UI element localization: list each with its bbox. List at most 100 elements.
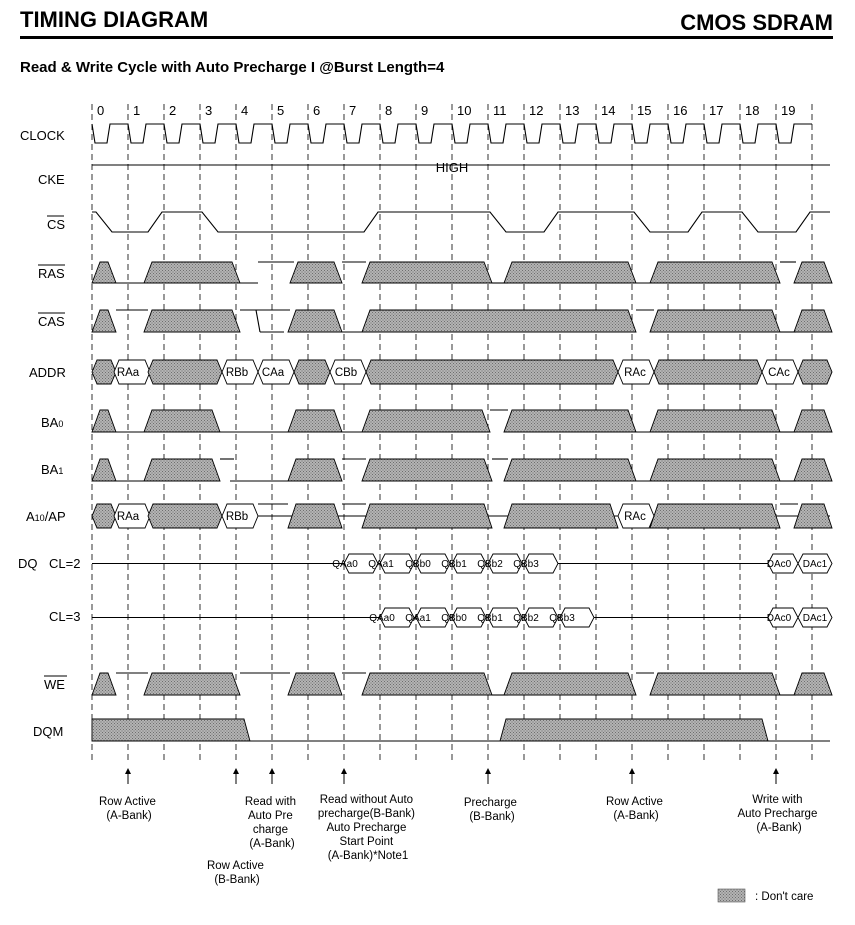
dq-cl3-waveform-value-cell xyxy=(451,607,487,628)
cas-edge xyxy=(255,309,261,333)
ba0-waveform-dont-care xyxy=(503,409,637,433)
cas-waveform-dont-care xyxy=(91,309,117,333)
clock-number: 5 xyxy=(277,103,284,118)
waveforms xyxy=(91,123,833,742)
annotation-read-auto-precharge: Read with Auto Pre charge (A-Bank) xyxy=(245,796,299,850)
ras-waveform xyxy=(91,261,833,284)
addr-value: RBb xyxy=(226,367,248,379)
cke-high-label: HIGH xyxy=(436,160,469,175)
ras-waveform-dont-care xyxy=(91,261,117,284)
dq-cl2-value: QBb2 xyxy=(477,559,503,570)
dq-cl2-bus-labels: QAa0 QAa1 QBb0 QBb1 QBb2 QBb3 DAc0 DAc1 xyxy=(332,559,827,570)
ba0-label: BA0 xyxy=(41,415,63,430)
a10-waveform-dont-care xyxy=(147,503,223,529)
clock-number: 0 xyxy=(97,103,104,118)
dq-cl3-value: DAc0 xyxy=(767,613,792,624)
a10-control-dont-care xyxy=(503,503,619,529)
dq-cl3-waveform-value-cell xyxy=(415,607,451,628)
addr-waveform xyxy=(91,359,833,385)
dq-cl2-waveform-value-cell xyxy=(797,553,833,574)
we-waveform-dont-care xyxy=(793,672,833,696)
dq-cl2-value: DAc0 xyxy=(767,559,792,570)
a10-waveform-dont-care xyxy=(91,503,117,529)
event-arrow-head xyxy=(773,768,779,774)
clock-number: 11 xyxy=(493,103,507,118)
addr-label: ADDR xyxy=(29,365,66,380)
cas-label: CAS xyxy=(38,314,65,329)
addr-value: RAc xyxy=(624,367,646,379)
cs-waveform xyxy=(92,211,830,233)
dq-cl3-label: CL=3 xyxy=(49,609,80,624)
dq-cl3-value: QBb3 xyxy=(549,613,575,624)
clock-number: 8 xyxy=(385,103,392,118)
cas-waveform-dont-care xyxy=(361,309,637,333)
ba1-waveform-dont-care xyxy=(143,458,221,482)
clock-number: 16 xyxy=(673,103,687,118)
event-arrow-head xyxy=(485,768,491,774)
ba0-waveform-dont-care xyxy=(793,409,833,433)
diagram-subtitle: Read & Write Cycle with Auto Precharge I… xyxy=(20,59,445,76)
ba0-waveform-dont-care xyxy=(649,409,781,433)
dq-cl3-value: QBb1 xyxy=(477,613,503,624)
addr-waveform-dont-care xyxy=(147,359,223,385)
event-arrow-head xyxy=(269,768,275,774)
dq-cl2-waveform xyxy=(92,553,833,574)
dq-cl2-waveform-value-cell xyxy=(343,553,379,574)
a10-bus-labels: RAa RBb RAc xyxy=(117,511,646,523)
event-arrow-head xyxy=(341,768,347,774)
dq-cl2-waveform-value-cell xyxy=(451,553,487,574)
header-rule xyxy=(20,36,833,39)
ba1-waveform-dont-care xyxy=(361,458,493,482)
cas-waveform-dont-care xyxy=(287,309,343,333)
addr-value: CBb xyxy=(335,367,357,379)
annotation-row-active-b: Row Active (B-Bank) xyxy=(207,860,267,886)
we-waveform-dont-care xyxy=(649,672,781,696)
ba0-waveform-dont-care xyxy=(143,409,221,433)
dq-cl3-waveform xyxy=(92,607,833,628)
ba0-waveform-dont-care xyxy=(361,409,491,433)
a10-value: RAa xyxy=(117,511,140,523)
clock-label: CLOCK xyxy=(20,128,65,143)
a10-waveform xyxy=(91,503,830,529)
ba1-waveform-dont-care xyxy=(287,458,343,482)
we-waveform xyxy=(91,672,833,696)
ba1-waveform-dont-care xyxy=(503,458,637,482)
page-title: TIMING DIAGRAM xyxy=(20,7,208,32)
a10-control-dont-care xyxy=(793,503,833,529)
dont-care-swatch xyxy=(717,888,746,903)
dq-cl3-value: QAa1 xyxy=(405,613,431,624)
ras-waveform-dont-care xyxy=(649,261,781,284)
a10-control-dont-care xyxy=(287,503,343,529)
dont-care-label: : Don't care xyxy=(755,891,813,903)
addr-value: CAc xyxy=(768,367,790,379)
ba1-waveform-dont-care xyxy=(91,458,117,482)
addr-value: CAa xyxy=(262,367,285,379)
clock-waveform xyxy=(91,123,812,144)
addr-waveform-dont-care xyxy=(365,359,619,385)
a10-value: RBb xyxy=(226,511,248,523)
clock-number: 9 xyxy=(421,103,428,118)
we-label: WE xyxy=(44,677,65,692)
ras-waveform-dont-care xyxy=(793,261,833,284)
clock-number: 14 xyxy=(601,103,615,118)
ba1-waveform-dont-care xyxy=(793,458,833,482)
a10-waveform-value-cell xyxy=(221,503,259,529)
addr-value: RAa xyxy=(117,367,140,379)
dq-cl2-value: DAc1 xyxy=(803,559,828,570)
ba1-waveform-dont-care xyxy=(649,458,781,482)
clock-number: 15 xyxy=(637,103,651,118)
product-name: CMOS SDRAM xyxy=(680,10,833,35)
clock-number: 1 xyxy=(133,103,140,118)
ba0-waveform-dont-care xyxy=(91,409,117,433)
addr-waveform-dont-care xyxy=(653,359,763,385)
dq-cl2-waveform-value-cell xyxy=(523,553,559,574)
clock-number: 7 xyxy=(349,103,356,118)
ba1-label: BA1 xyxy=(41,462,63,477)
addr-bus-labels: RAa RBb CAa CBb RAc CAc xyxy=(117,367,790,379)
dq-cl3-waveform-value-cell xyxy=(797,607,833,628)
dq-cl3-value: QAa0 xyxy=(369,613,395,624)
dq-cl3-bus-labels: QAa0 QAa1 QBb0 QBb1 QBb2 QBb3 DAc0 DAc1 xyxy=(369,613,827,624)
event-arrows xyxy=(125,768,779,784)
dq-cl3-waveform-value-cell xyxy=(487,607,523,628)
